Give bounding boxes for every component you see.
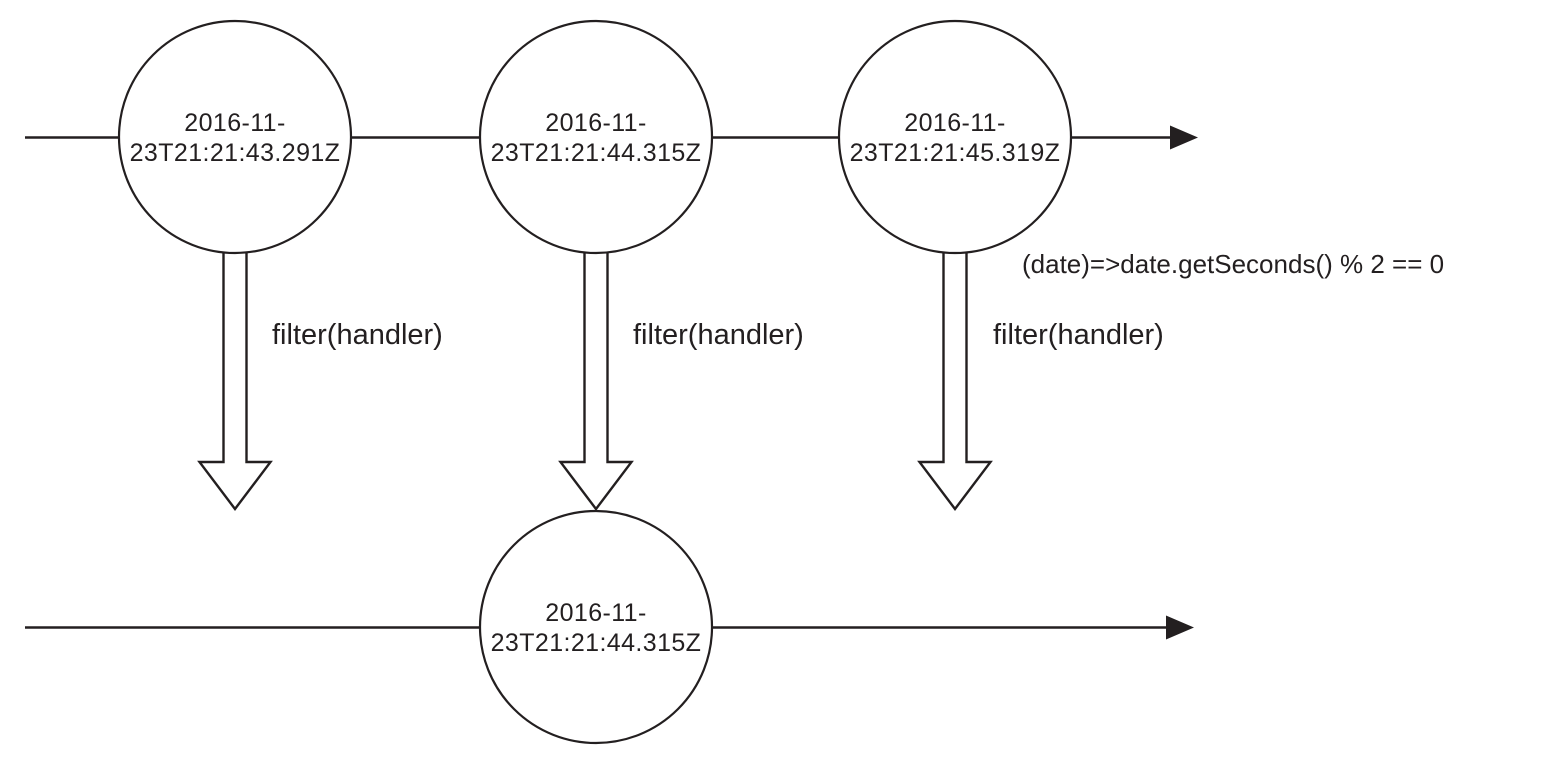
event-marble: 2016-11- 23T21:21:44.315Z: [478, 19, 714, 255]
operator-label: filter(handler): [272, 319, 443, 351]
operator-labels: filter(handler) filter(handler) filter(h…: [272, 319, 1164, 351]
event-marble: 2016-11- 23T21:21:44.315Z: [478, 509, 714, 745]
event-marble: 2016-11- 23T21:21:43.291Z: [117, 19, 353, 255]
event-timestamp-line1: 2016-11-: [184, 109, 285, 137]
predicate-label: (date)=>date.getSeconds() % 2 == 0: [1022, 249, 1444, 279]
source-timeline-arrowhead-icon: [1170, 125, 1198, 150]
event-marble: 2016-11- 23T21:21:45.319Z: [837, 19, 1073, 255]
event-timestamp-line1: 2016-11-: [545, 109, 646, 137]
event-circle: [837, 19, 1073, 255]
event-circle: [117, 19, 353, 255]
filter-arrow-icon: [197, 246, 273, 511]
event-timestamp-line2: 23T21:21:43.291Z: [130, 139, 341, 167]
result-timeline-arrowhead-icon: [1166, 615, 1194, 640]
filter-arrow-icon: [558, 246, 634, 511]
event-timestamp-line2: 23T21:21:45.319Z: [850, 139, 1061, 167]
operator-label: filter(handler): [633, 319, 804, 351]
event-timestamp-line2: 23T21:21:44.315Z: [491, 139, 702, 167]
operator-label: filter(handler): [993, 319, 1164, 351]
event-timestamp-line1: 2016-11-: [545, 599, 646, 627]
event-timestamp-line2: 23T21:21:44.315Z: [491, 629, 702, 657]
event-timestamp-line1: 2016-11-: [904, 109, 1005, 137]
event-circle: [478, 19, 714, 255]
filter-arrows: [197, 246, 993, 511]
filter-arrow-icon: [917, 246, 993, 511]
result-stream-events: 2016-11- 23T21:21:44.315Z: [478, 509, 714, 745]
event-circle: [478, 509, 714, 745]
source-stream-events: 2016-11- 23T21:21:43.291Z 2016-11- 23T21…: [117, 19, 1073, 255]
